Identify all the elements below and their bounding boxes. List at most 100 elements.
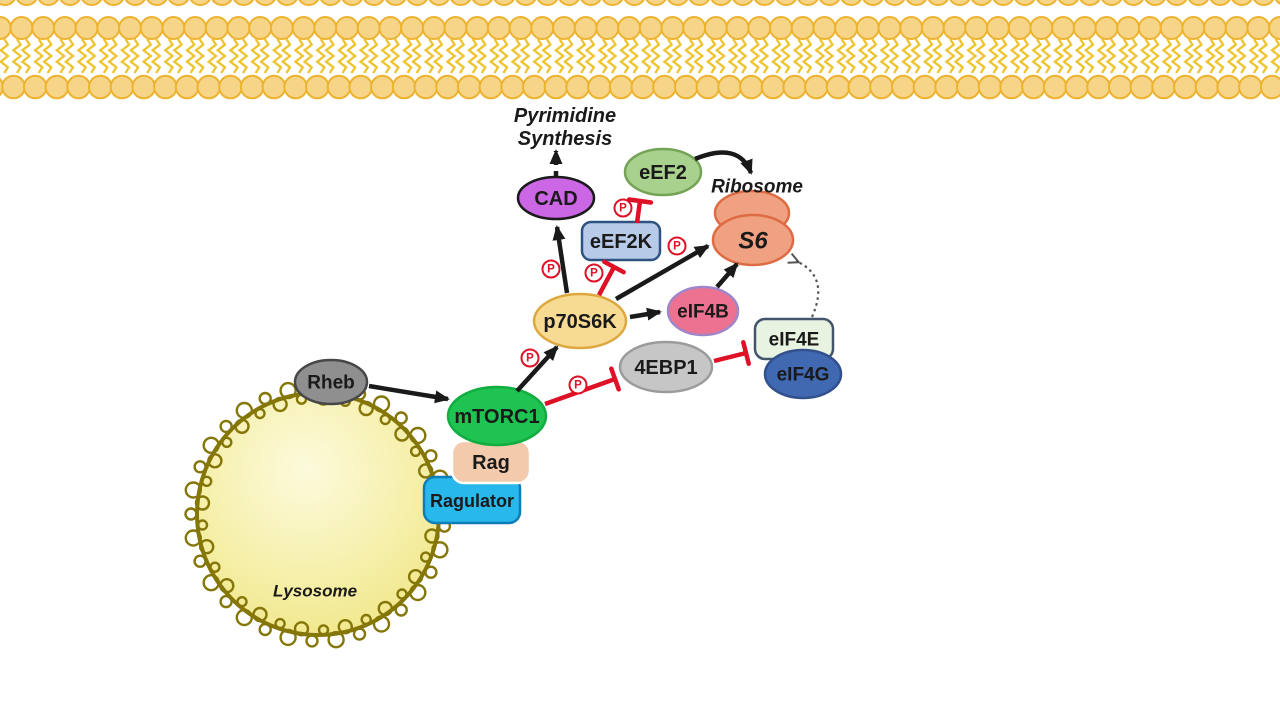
lipid-head-icon	[1116, 16, 1141, 40]
lipid-head-icon	[124, 0, 146, 6]
lipid-head-icon	[493, 0, 515, 6]
lipid-tail-icon	[684, 38, 696, 74]
node-ribosome-s6: S6	[711, 213, 795, 267]
lysosome-membrane-curl-icon	[235, 608, 254, 627]
lipid-head-icon	[1209, 0, 1231, 6]
lipid-tail-icon	[640, 38, 652, 74]
lipid-head-icon	[934, 74, 959, 100]
lipid-head-icon	[16, 0, 38, 6]
lysosome-membrane-curl-icon	[409, 445, 422, 457]
node-cad: CAD	[516, 175, 596, 221]
node-mtorc1: mTORC1	[446, 385, 548, 447]
lipid-tail-icon	[649, 38, 661, 74]
lipid-head-icon	[335, 16, 359, 40]
edge-p70s6k-s6	[614, 244, 710, 301]
lipid-head-icon	[1079, 0, 1101, 6]
lipid-head-icon	[204, 16, 229, 40]
lipid-head-icon	[1224, 16, 1249, 40]
lipid-head-icon	[623, 0, 645, 6]
lipid-head-icon	[196, 74, 222, 100]
lipid-head-icon	[912, 74, 938, 100]
lipid-head-icon	[1188, 0, 1209, 6]
lipid-head-icon	[428, 0, 450, 6]
lipid-head-icon	[964, 16, 989, 40]
lipid-head-icon	[617, 16, 642, 40]
lipid-head-icon	[992, 0, 1014, 6]
lipid-tail-icon	[771, 38, 782, 74]
lipid-head-icon	[1216, 74, 1241, 100]
lipid-tail-icon	[76, 38, 88, 74]
lipid-tail-icon	[497, 38, 509, 74]
lipid-head-icon	[673, 74, 699, 100]
lipid-head-icon	[109, 74, 135, 100]
lipid-tail-icon	[727, 38, 739, 74]
lipid-head-icon	[920, 16, 945, 40]
node-rag-label: Rag	[472, 452, 510, 474]
lipid-tail-icon	[619, 38, 631, 74]
lipid-head-icon	[689, 0, 710, 6]
lipid-head-icon	[153, 74, 178, 100]
lipid-tail-icon	[54, 38, 66, 74]
lipid-tail-icon	[11, 38, 23, 74]
lipid-tail-icon	[250, 38, 262, 74]
lipid-head-icon	[59, 0, 81, 6]
lipid-head-icon	[118, 16, 142, 40]
lipid-tail-icon	[346, 38, 357, 74]
lipid-head-icon	[413, 74, 439, 100]
lipid-head-icon	[96, 16, 121, 40]
lipid-tail-icon	[271, 38, 283, 74]
lipid-head-icon	[66, 74, 91, 100]
lipid-head-icon	[465, 16, 490, 40]
edge-mtorc1-p70s6k	[515, 345, 559, 393]
lipid-head-icon	[971, 0, 992, 6]
node-cad-label: CAD	[534, 188, 577, 210]
lysosome-membrane-curl-icon	[327, 631, 345, 649]
lysosome-membrane-curl-icon	[184, 481, 203, 499]
lipid-head-icon	[1021, 74, 1046, 100]
lipid-head-icon	[348, 74, 374, 100]
node-rheb: Rheb	[293, 358, 369, 406]
lipid-head-icon	[1036, 0, 1057, 6]
lipid-head-icon	[1274, 0, 1280, 5]
node-eef2k-label: eEF2K	[590, 231, 653, 253]
lipid-tail-icon	[714, 38, 726, 74]
lipid-tail-icon	[389, 38, 401, 74]
lysosome-membrane-curl-icon	[274, 617, 286, 630]
lipid-head-icon	[9, 16, 34, 40]
lipid-tail-icon	[519, 38, 531, 74]
lipid-head-icon	[725, 16, 750, 40]
lysosome-membrane-curl-icon	[305, 634, 319, 648]
lipid-head-icon	[174, 74, 200, 100]
lysosome-membrane-curl-icon	[219, 594, 233, 609]
lipid-tail-icon	[1074, 38, 1086, 74]
lysosome-membrane-curl-icon	[234, 418, 250, 434]
lipid-head-icon	[478, 74, 504, 100]
node-4ebp1-label: 4EBP1	[634, 357, 697, 379]
lipid-tail-icon	[315, 38, 327, 74]
lipid-tail-icon	[1105, 38, 1117, 74]
lysosome-membrane-curl-icon	[193, 554, 207, 568]
lysosome-membrane-curl-icon	[424, 565, 438, 579]
lipid-head-icon	[515, 0, 537, 6]
lipid-head-icon	[1086, 74, 1111, 100]
lipid-tail-icon	[488, 38, 500, 74]
lipid-tail-icon	[402, 38, 414, 74]
lysosome-membrane-curl-icon	[420, 551, 432, 563]
lysosome-membrane-curl-icon	[207, 453, 223, 469]
lipid-tail-icon	[953, 38, 965, 74]
lipid-tail-icon	[1235, 38, 1247, 74]
lipid-tail-icon	[1226, 38, 1238, 74]
lipid-head-icon	[239, 74, 265, 100]
lipid-tail-icon	[1096, 38, 1108, 74]
lipid-head-icon	[363, 0, 385, 6]
lipid-head-icon	[804, 74, 829, 100]
lipid-head-icon	[1057, 0, 1079, 6]
lysosome-membrane-curl-icon	[235, 401, 254, 420]
edge-eef2k-eef2	[626, 197, 654, 224]
lipid-tail-icon	[1248, 38, 1260, 74]
lipid-head-icon	[840, 0, 862, 6]
lipid-tail-icon	[1031, 38, 1043, 74]
lipid-tail-icon	[293, 38, 305, 74]
lipid-tail-icon	[1118, 38, 1130, 74]
